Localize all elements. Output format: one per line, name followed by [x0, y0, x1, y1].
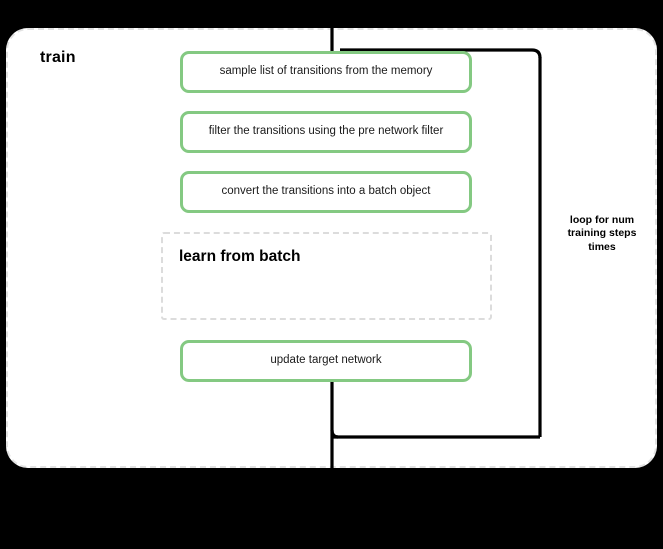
loop-caption-line-2: training steps	[567, 227, 637, 240]
loop-caption-line-1: loop for num	[569, 214, 635, 226]
step-box-filter[interactable]: filter the transitions using the pre net…	[180, 111, 472, 153]
learn-from-batch-block[interactable]: learn from batch	[161, 232, 492, 320]
step-label-filter: filter the transitions using the pre net…	[208, 125, 444, 138]
step-label-convert: convert the transitions into a batch obj…	[221, 185, 431, 198]
step-box-convert[interactable]: convert the transitions into a batch obj…	[180, 171, 472, 213]
train-block-title: train	[40, 49, 76, 66]
loop-caption: loop for num training steps times	[546, 214, 658, 254]
step-box-sample[interactable]: sample list of transitions from the memo…	[180, 51, 472, 93]
learn-from-batch-title: learn from batch	[179, 248, 301, 265]
step-label-sample: sample list of transitions from the memo…	[219, 65, 433, 78]
step-label-update-target-network: update target network	[270, 354, 382, 367]
loop-caption-line-3: times	[588, 240, 616, 253]
step-box-update-target-network[interactable]: update target network	[180, 340, 472, 382]
